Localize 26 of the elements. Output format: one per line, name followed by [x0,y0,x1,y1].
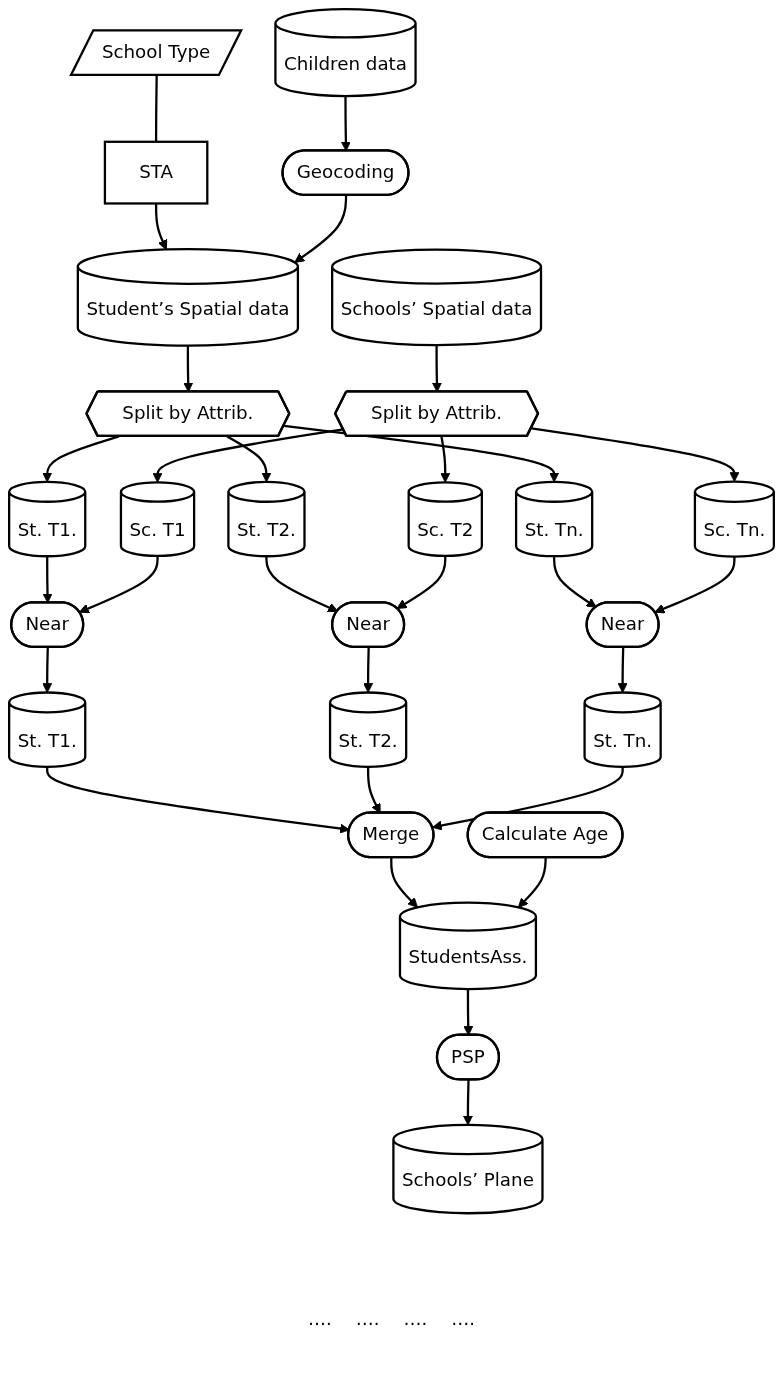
connector [154,75,158,142]
arrow [152,428,344,483]
arrow [396,555,447,609]
arrow [283,424,560,483]
ellipsis-label: …. [308,1308,332,1329]
arrow [154,203,168,250]
arrow [79,555,159,614]
arrow [553,556,597,608]
ellipsis-label: …. [355,1308,380,1329]
arrow [531,427,740,482]
arrow [432,766,624,831]
node-box: STA [103,140,209,205]
arrow [617,647,628,693]
arrow [517,857,547,908]
arrow [226,435,272,483]
arrow [42,435,120,483]
ellipsis-label: …. [403,1308,428,1329]
arrow [42,647,53,693]
arrow [265,556,338,613]
arrow [294,195,348,263]
arrow [654,556,736,614]
arrow [363,647,374,693]
ellipsis-label: …. [451,1308,475,1329]
arrow [462,1079,473,1126]
arrow [390,857,418,908]
arrow [440,436,451,483]
